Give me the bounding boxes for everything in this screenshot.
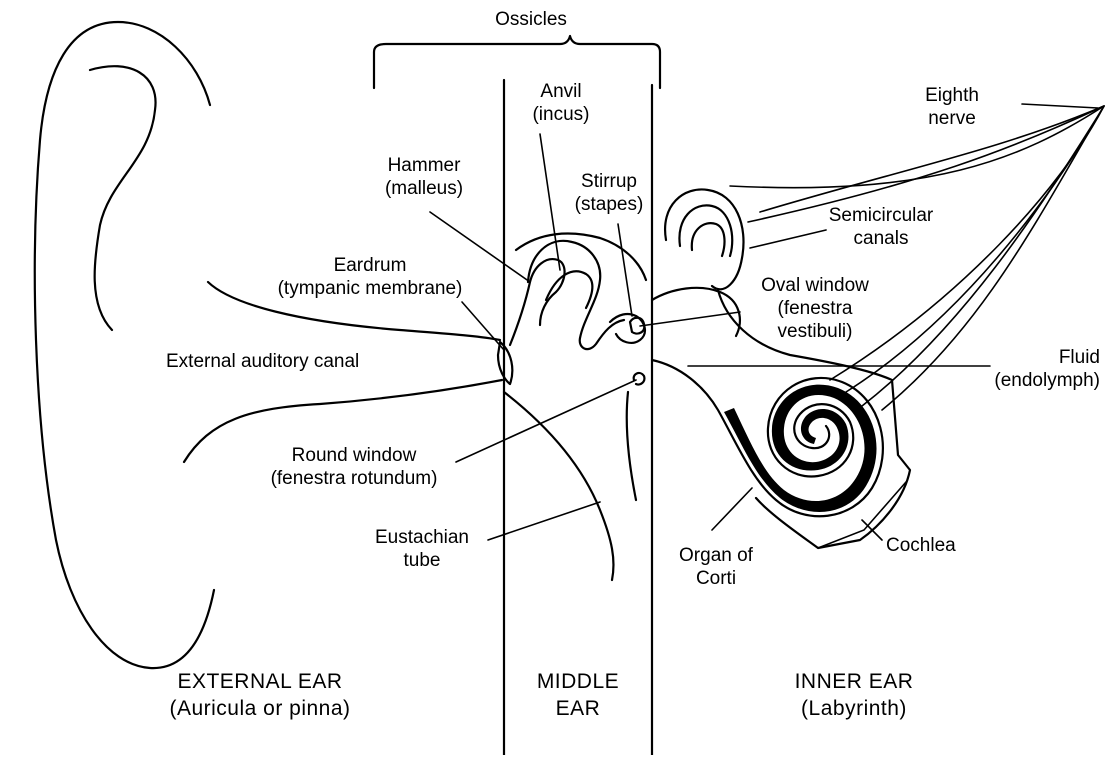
eustachian-tube-wall-lower (627, 392, 636, 500)
leader-eighth-nerve (1022, 104, 1098, 108)
label-external-auditory-canal: External auditory canal (166, 350, 359, 373)
leader-oval-window (640, 312, 740, 326)
label-anvil: Anvil(incus) (506, 80, 616, 126)
eardrum-shape (498, 342, 512, 384)
auricle-helix-fold (90, 66, 156, 330)
incus-lower-process (546, 271, 592, 308)
leader-round-window (456, 380, 636, 462)
leader-organ-of-corti (712, 488, 752, 530)
leader-eardrum (462, 302, 504, 350)
eustachian-tube-wall-upper (504, 392, 614, 580)
semicircular-canal-inner (692, 223, 725, 256)
label-hammer: Hammer(malleus) (364, 154, 484, 200)
label-cochlea: Cochlea (886, 534, 956, 557)
round-window (634, 373, 645, 384)
label-stirrup: Stirrup(stapes) (554, 170, 664, 216)
incus-anvil (528, 241, 624, 349)
auricle-outline (35, 22, 214, 668)
label-eardrum: Eardrum(tympanic membrane) (240, 254, 500, 300)
malleus-hammer (510, 259, 565, 345)
leader-stirrup (618, 224, 632, 316)
section-inner-ear: INNER EAR(Labyrinth) (744, 668, 964, 722)
label-ossicles: Ossicles (476, 8, 586, 31)
section-external-ear: EXTERNAL EAR(Auricula or pinna) (130, 668, 390, 722)
label-fluid: Fluid(endolymph) (940, 346, 1100, 392)
label-round-window: Round window(fenestra rotundum) (234, 444, 474, 490)
